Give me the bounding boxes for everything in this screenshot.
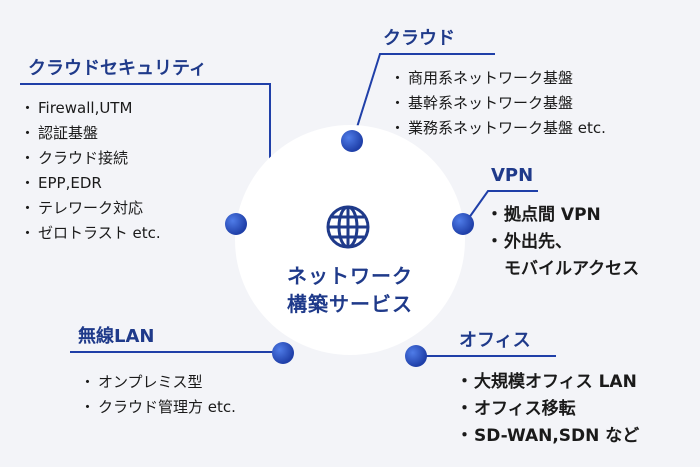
office-heading: オフィス <box>459 330 531 351</box>
connector-cloud <box>352 53 495 141</box>
cloud-node-dot <box>341 130 363 152</box>
wireless-lan-heading: 無線LAN <box>78 326 155 347</box>
list-item: クラウド接続 <box>20 146 161 171</box>
list-item-continuation: モバイルアクセス <box>504 259 640 279</box>
list-item: 基幹系ネットワーク基盤 <box>390 91 606 116</box>
vpn-node-dot <box>452 213 474 235</box>
list-item: クラウド管理方 etc. <box>80 395 236 420</box>
list-item: 商用系ネットワーク基盤 <box>390 66 606 91</box>
center-circle <box>235 125 465 355</box>
center-title-line2: 構築サービス <box>287 292 413 316</box>
center-title: ネットワーク 構築サービス <box>235 262 465 318</box>
list-item: オンプレミス型 <box>80 370 236 395</box>
list-item: Firewall,UTM <box>20 96 161 121</box>
list-item: 拠点間 VPN <box>486 202 639 229</box>
list-item: テレワーク対応 <box>20 196 161 221</box>
list-item: 外出先、 <box>486 229 639 256</box>
list-item: EPP,EDR <box>20 171 161 196</box>
list-item: 認証基盤 <box>20 121 161 146</box>
cloud-heading: クラウド <box>383 28 455 49</box>
cloud-list: 商用系ネットワーク基盤 基幹系ネットワーク基盤 業務系ネットワーク基盤 etc. <box>390 66 606 141</box>
list-item: オフィス移転 <box>456 396 639 423</box>
cloud-security-node-dot <box>225 213 247 235</box>
vpn-list: 拠点間 VPN 外出先、 モバイルアクセス <box>486 202 640 283</box>
cloud-security-heading: クラウドセキュリティ <box>28 58 207 79</box>
cloud-security-list: Firewall,UTM 認証基盤 クラウド接続 EPP,EDR テレワーク対応… <box>20 96 161 246</box>
wireless-lan-list: オンプレミス型 クラウド管理方 etc. <box>80 370 236 420</box>
vpn-heading: VPN <box>491 165 534 186</box>
connector-vpn <box>465 190 538 223</box>
list-item: 業務系ネットワーク基盤 etc. <box>390 116 606 141</box>
office-list: 大規模オフィス LAN オフィス移転 SD-WAN,SDN など <box>456 369 639 450</box>
list-item: SD-WAN,SDN など <box>456 423 639 450</box>
center-title-line1: ネットワーク <box>287 264 413 288</box>
wireless-lan-node-dot <box>272 342 294 364</box>
globe-icon <box>326 205 370 249</box>
list-item: ゼロトラスト etc. <box>20 221 161 246</box>
list-item: 大規模オフィス LAN <box>456 369 639 396</box>
office-node-dot <box>405 345 427 367</box>
